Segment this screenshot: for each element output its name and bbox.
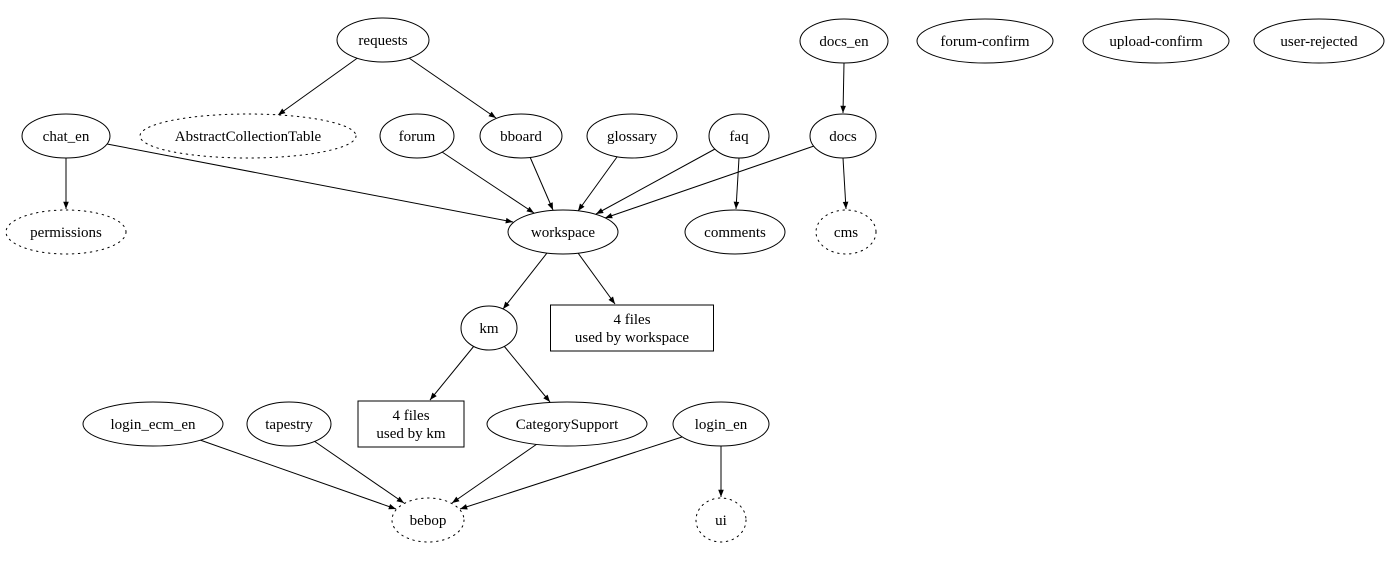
edge-docs_en-docs (840, 62, 846, 114)
node-label-faq: faq (729, 129, 749, 145)
node-forum-confirm: forum-confirm (916, 18, 1054, 64)
edge-forum-workspace (441, 151, 535, 214)
node-label-permissions: permissions (30, 225, 102, 241)
edge-km-CategorySupport (503, 345, 551, 403)
node-chat_en: chat_en (21, 113, 111, 159)
edge-workspace-files_workspace (577, 252, 616, 305)
node-km: km (460, 305, 518, 351)
edge-km-files_km (429, 345, 475, 401)
node-label-bebop: bebop (410, 513, 447, 529)
node-label-AbstractCollectionTable: AbstractCollectionTable (175, 129, 322, 145)
node-label-bboard: bboard (500, 129, 542, 145)
node-label-login_ecm_en: login_ecm_en (111, 417, 196, 433)
node-shape-requests (336, 17, 430, 63)
edge-docs-cms (842, 157, 849, 210)
node-tapestry: tapestry (246, 401, 332, 447)
edge-tapestry-bebop (313, 440, 405, 504)
node-user-rejected: user-rejected (1253, 18, 1385, 64)
node-shape-CategorySupport (486, 401, 648, 447)
edge-requests-AbstractCollectionTable (277, 57, 358, 116)
edge-workspace-km (502, 252, 548, 310)
node-workspace: workspace (507, 209, 619, 255)
node-shape-files_workspace (550, 304, 714, 352)
node-glossary: glossary (586, 113, 678, 159)
edge-chat_en-workspace (106, 143, 514, 224)
node-bebop: bebop (391, 497, 465, 543)
node-shape-login_en (672, 401, 770, 447)
node-label-comments: comments (704, 225, 766, 241)
node-label-requests: requests (358, 33, 407, 49)
node-upload-confirm: upload-confirm (1082, 18, 1230, 64)
node-label-tapestry: tapestry (265, 417, 313, 433)
node-login_en: login_en (672, 401, 770, 447)
node-label-files_km-line1: 4 files (392, 408, 429, 424)
node-files_km: 4 files used by km (357, 400, 465, 448)
node-permissions: permissions (5, 209, 127, 255)
node-shape-faq (708, 113, 770, 159)
node-shape-permissions (5, 209, 127, 255)
node-shape-upload-confirm (1082, 18, 1230, 64)
node-login_ecm_en: login_ecm_en (82, 401, 224, 447)
edge-faq-workspace (595, 148, 716, 215)
node-label-files_workspace-line2: used by workspace (575, 330, 689, 346)
node-label-files_km-line2: used by km (376, 426, 445, 442)
node-label-km: km (479, 321, 499, 337)
node-label-user-rejected: user-rejected (1280, 34, 1358, 50)
node-files_workspace: 4 files used by workspace (550, 304, 714, 352)
node-shape-bebop (391, 497, 465, 543)
node-shape-workspace (507, 209, 619, 255)
node-AbstractCollectionTable: AbstractCollectionTable (139, 113, 357, 159)
node-requests: requests (336, 17, 430, 63)
node-label-workspace: workspace (531, 225, 595, 241)
node-label-glossary: glossary (607, 129, 657, 145)
node-forum: forum (379, 113, 455, 159)
node-ui: ui (695, 497, 747, 543)
node-shape-user-rejected (1253, 18, 1385, 64)
node-label-cms: cms (834, 225, 858, 241)
edge-login_en-bebop (459, 436, 683, 510)
node-shape-forum-confirm (916, 18, 1054, 64)
node-shape-ui (695, 497, 747, 543)
node-label-ui: ui (715, 513, 727, 529)
nodes-layer: requests docs_en forum-confirm upload-confi… (5, 17, 1385, 543)
node-shape-bboard (479, 113, 563, 159)
edge-bboard-workspace (529, 156, 554, 211)
edge-CategorySupport-bebop (451, 443, 538, 504)
node-shape-docs_en (799, 18, 889, 64)
node-shape-km (460, 305, 518, 351)
node-label-chat_en: chat_en (43, 129, 90, 145)
node-shape-files_km (357, 400, 465, 448)
node-bboard: bboard (479, 113, 563, 159)
node-label-docs: docs (829, 129, 857, 145)
node-cms: cms (815, 209, 877, 255)
edge-glossary-workspace (577, 156, 618, 212)
node-shape-tapestry (246, 401, 332, 447)
node-shape-login_ecm_en (82, 401, 224, 447)
edge-faq-comments (733, 157, 740, 210)
node-shape-AbstractCollectionTable (139, 113, 357, 159)
edge-requests-bboard (408, 57, 497, 119)
node-label-upload-confirm: upload-confirm (1109, 34, 1203, 50)
node-shape-cms (815, 209, 877, 255)
node-label-docs_en: docs_en (819, 34, 869, 50)
node-shape-comments (684, 209, 786, 255)
node-faq: faq (708, 113, 770, 159)
node-label-CategorySupport: CategorySupport (516, 417, 619, 433)
node-label-files_workspace-line1: 4 files (613, 312, 650, 328)
node-shape-chat_en (21, 113, 111, 159)
node-label-login_en: login_en (695, 417, 748, 433)
edge-docs-workspace (604, 145, 815, 219)
node-shape-docs (809, 113, 877, 159)
node-docs: docs (809, 113, 877, 159)
node-shape-glossary (586, 113, 678, 159)
node-CategorySupport: CategorySupport (486, 401, 648, 447)
edge-login_ecm_en-bebop (199, 439, 397, 510)
edges-layer (63, 57, 849, 510)
node-comments: comments (684, 209, 786, 255)
node-docs_en: docs_en (799, 18, 889, 64)
node-shape-forum (379, 113, 455, 159)
node-label-forum-confirm: forum-confirm (940, 34, 1029, 50)
node-label-forum: forum (399, 129, 436, 145)
